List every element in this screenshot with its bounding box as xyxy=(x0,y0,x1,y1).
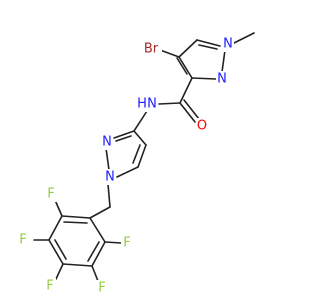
bond-n1-ch2 xyxy=(107,183,111,208)
bond-c5-n1-top-double xyxy=(198,44,218,50)
bond-carbonyl-o-double xyxy=(183,99,200,120)
bond-ar4-ar5 xyxy=(62,263,93,267)
bond-n1-methyl xyxy=(233,32,255,44)
bond-carbonyl-o xyxy=(179,102,196,123)
atom-labels: Br N N N H O N N F F F F F xyxy=(17,36,234,296)
nitrogen-methyl-label: N xyxy=(223,37,233,52)
bond-ar5-f xyxy=(91,265,99,282)
bond-n2-c3-top xyxy=(191,77,217,80)
bond-c3-n2-mid xyxy=(113,130,135,139)
fluorine-5-label: F xyxy=(123,236,130,251)
bond-ar5-ar6-double xyxy=(87,241,100,262)
bond-c5-c4-mid-double xyxy=(132,144,141,164)
molecule-diagram: Br N N N H O N N F F F F F xyxy=(17,32,255,296)
nitrogen-top-ring-label: N xyxy=(217,72,227,87)
bond-c5-c4-mid xyxy=(137,144,147,168)
amide-hydrogen-label: H xyxy=(137,97,147,112)
bond-ar4-f xyxy=(55,263,64,280)
bond-ar6-f xyxy=(104,241,122,244)
bond-ar2-ar3 xyxy=(48,215,63,241)
bromine-label: Br xyxy=(144,42,159,57)
bond-ch2-ring xyxy=(89,206,111,219)
bond-c4-c3-mid xyxy=(133,130,147,146)
fluorine-4-label: F xyxy=(98,281,105,296)
bond-c3-c4-top xyxy=(178,56,193,79)
bond-c3-c4-top-double xyxy=(176,57,188,75)
nitrogen-substituted-label: N xyxy=(105,170,115,185)
molecule-structure: Br N N N H O N N F F F F F xyxy=(17,32,255,296)
bond-nh-c3-mid xyxy=(133,110,148,132)
bond-ar6-ar1 xyxy=(89,217,106,243)
oxygen-label: O xyxy=(197,119,207,134)
nitrogen-mid-ring-label: N xyxy=(102,135,112,150)
bond-c3-carbonyl xyxy=(179,77,193,104)
bond-ar5-ar6 xyxy=(91,241,106,267)
bond-ar1-ar2 xyxy=(61,215,91,219)
bond-n1-n2-top xyxy=(221,49,226,73)
bond-carbonyl-nh xyxy=(158,102,181,105)
bond-c4-c5-top xyxy=(178,39,198,58)
fluorine-2-label: F xyxy=(19,233,26,248)
bond-ar3-ar4 xyxy=(48,239,64,265)
bonds xyxy=(33,32,255,282)
bond-ar1-ar2-double xyxy=(63,221,88,224)
fluorine-3-label: F xyxy=(46,279,53,294)
bond-c4-br xyxy=(159,49,180,58)
bond-ar3-ar4-double xyxy=(54,239,67,260)
bond-c3-n2-mid-double xyxy=(115,135,132,142)
bond-ar2-f xyxy=(54,199,63,217)
bond-n1-c5-mid xyxy=(116,166,139,178)
fluorine-1-label: F xyxy=(47,187,54,202)
bond-n2-n1-mid xyxy=(105,147,110,171)
amide-nitrogen-label: N xyxy=(147,97,157,112)
bond-c5-n1-top xyxy=(196,39,221,47)
